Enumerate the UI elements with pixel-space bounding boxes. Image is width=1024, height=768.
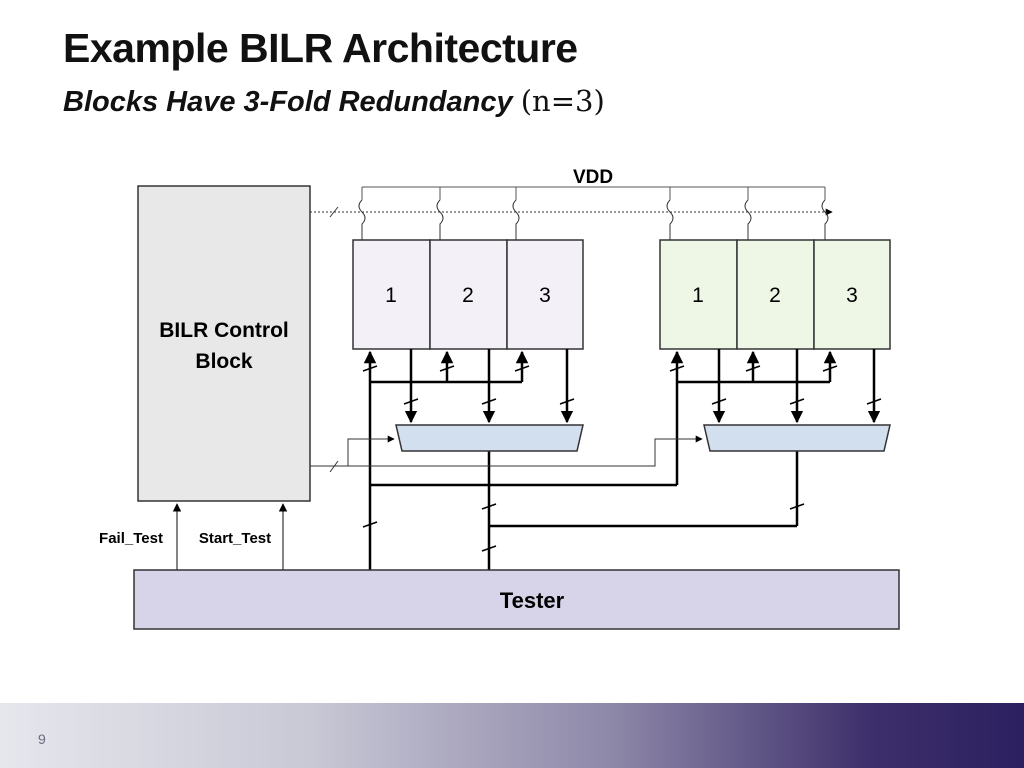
bus-slash-top <box>329 206 339 218</box>
slide-title: Example BILR Architecture <box>63 25 578 71</box>
group1-wiring <box>363 349 797 570</box>
group2-block-1-label: 1 <box>692 284 704 307</box>
control-block-label-line1: BILR Control <box>159 319 288 342</box>
subtitle-text: Blocks Have 3-Fold Redundancy <box>63 86 513 118</box>
vdd-label: VDD <box>573 167 613 188</box>
group1-block-2-label: 2 <box>462 284 474 307</box>
group2-block-3 <box>813 239 891 350</box>
block-group-1: 1 2 3 <box>352 239 584 350</box>
slide-subtitle: Blocks Have 3-Fold Redundancy (n=3) <box>63 84 605 120</box>
subtitle-close-paren: ) <box>593 84 605 118</box>
power-switches <box>358 199 829 240</box>
start-test-label: Start_Test <box>199 530 271 547</box>
subtitle-open-paren: ( <box>520 84 533 118</box>
group2-block-2-label: 2 <box>769 284 781 307</box>
bilr-control-block <box>137 185 311 502</box>
tester-label: Tester <box>500 588 565 613</box>
subtitle-equation: n=3 <box>532 84 594 118</box>
group2-block-3-label: 3 <box>846 284 858 307</box>
page-number: 9 <box>38 731 46 747</box>
tester-block <box>133 569 900 630</box>
block-group-2: 1 2 3 <box>659 239 891 350</box>
mux-select-lines <box>310 435 703 473</box>
group1-block-2 <box>429 239 508 350</box>
group1-block-1-label: 1 <box>385 284 397 307</box>
mux-group-1 <box>395 424 584 452</box>
vdd-rail <box>361 186 826 200</box>
bilr-architecture-diagram: VDD BILR Control Block 1 2 3 1 <box>99 167 900 630</box>
footer-bar <box>0 703 1024 768</box>
mux-group-2 <box>703 424 891 452</box>
group1-block-3 <box>506 239 584 350</box>
control-block-label-line2: Block <box>195 350 253 373</box>
group1-block-3-label: 3 <box>539 284 551 307</box>
bus-width-marks <box>362 365 882 552</box>
fail-test-label: Fail_Test <box>99 530 163 547</box>
group2-wiring <box>670 349 881 526</box>
group2-block-1 <box>659 239 738 350</box>
